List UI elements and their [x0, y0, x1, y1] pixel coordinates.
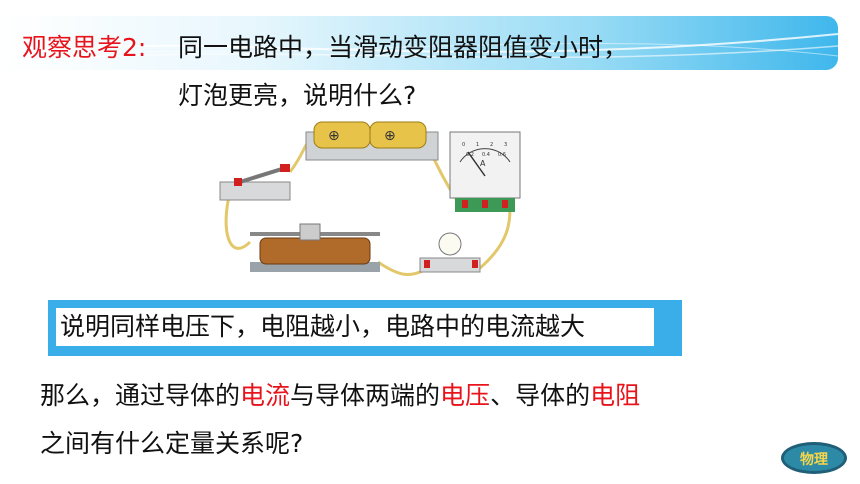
- term-voltage: 电压: [440, 381, 491, 410]
- wire-rheostat-lamp: [377, 260, 426, 276]
- body-line-1: 那么，通过导体的电流与导体两端的电压、导体的电阻: [40, 376, 640, 412]
- lamp-icon: [419, 232, 481, 273]
- ammeter-scale-label: 2: [490, 142, 493, 148]
- ammeter-scale-label: 0.6: [498, 152, 506, 158]
- battery-icon: ⊕ ⊕: [305, 121, 439, 161]
- question-line-2: 灯泡更亮，说明什么?: [178, 81, 417, 110]
- conclusion-text: 说明同样电压下，电阻越小，电路中的电流越大: [56, 308, 654, 346]
- ammeter-scale-label: 3: [504, 142, 507, 148]
- ammeter-scale-label: 0.2: [466, 152, 474, 158]
- ammeter-scale-label: 0.4: [482, 152, 490, 158]
- ammeter-scale-label: 0: [462, 142, 465, 148]
- switch-icon: [219, 164, 291, 201]
- body-text-2: 与导体两端的: [290, 381, 441, 410]
- body-text-1: 那么，通过导体的: [40, 381, 241, 410]
- header-banner: [0, 16, 838, 70]
- badge-text: 物理: [800, 451, 828, 468]
- svg-text:⊕: ⊕: [328, 128, 340, 144]
- wire-ammeter-lamp: [479, 203, 512, 270]
- ammeter-unit-label: A: [480, 159, 486, 168]
- question-line-1: 同一电路中，当滑动变阻器阻值变小时，: [178, 33, 629, 62]
- question-label: 观察思考2:: [22, 33, 147, 62]
- wire-left: [224, 191, 252, 250]
- wave-decoration: [0, 33, 838, 65]
- rheostat-icon: [250, 223, 380, 272]
- body-text-3: 、导体的: [490, 381, 591, 410]
- ammeter-scale-label: 1: [476, 142, 479, 148]
- svg-text:⊕: ⊕: [384, 128, 396, 144]
- term-current: 电流: [240, 381, 291, 410]
- circuit-diagram: ⊕ ⊕ A 0 1 2 3 0.2 0.4 0.6: [219, 121, 521, 276]
- ammeter-icon: A 0 1 2 3 0.2 0.4 0.6: [449, 131, 521, 212]
- term-resistance: 电阻: [590, 381, 641, 410]
- physics-badge: 物理: [781, 442, 847, 474]
- conclusion-box: 说明同样电压下，电阻越小，电路中的电流越大: [48, 300, 682, 356]
- body-line-2: 之间有什么定量关系呢?: [40, 429, 304, 458]
